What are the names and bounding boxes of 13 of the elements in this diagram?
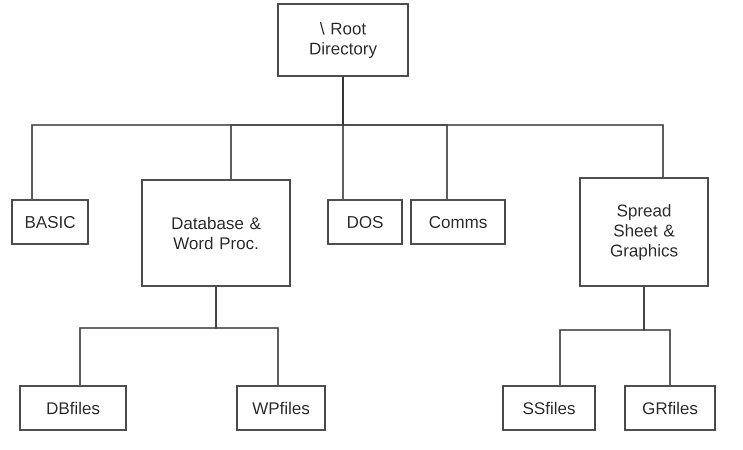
directory-box: WPfiles [236, 385, 326, 431]
tree-connector [643, 286, 671, 386]
directory-box: DBfiles [19, 385, 127, 431]
directory-box: BASIC [11, 199, 89, 245]
tree-connector [215, 286, 279, 386]
directory-box: Comms [410, 199, 506, 245]
directory-box: Database & Word Proc. [141, 179, 291, 287]
directory-box: DOS [327, 199, 403, 245]
directory-box: SSfiles [502, 385, 596, 431]
directory-box: Spread Sheet & Graphics [579, 177, 709, 287]
directory-box: GRfiles [624, 385, 716, 431]
tree-connector [342, 76, 664, 178]
directory-box: \ Root Directory [277, 3, 409, 77]
